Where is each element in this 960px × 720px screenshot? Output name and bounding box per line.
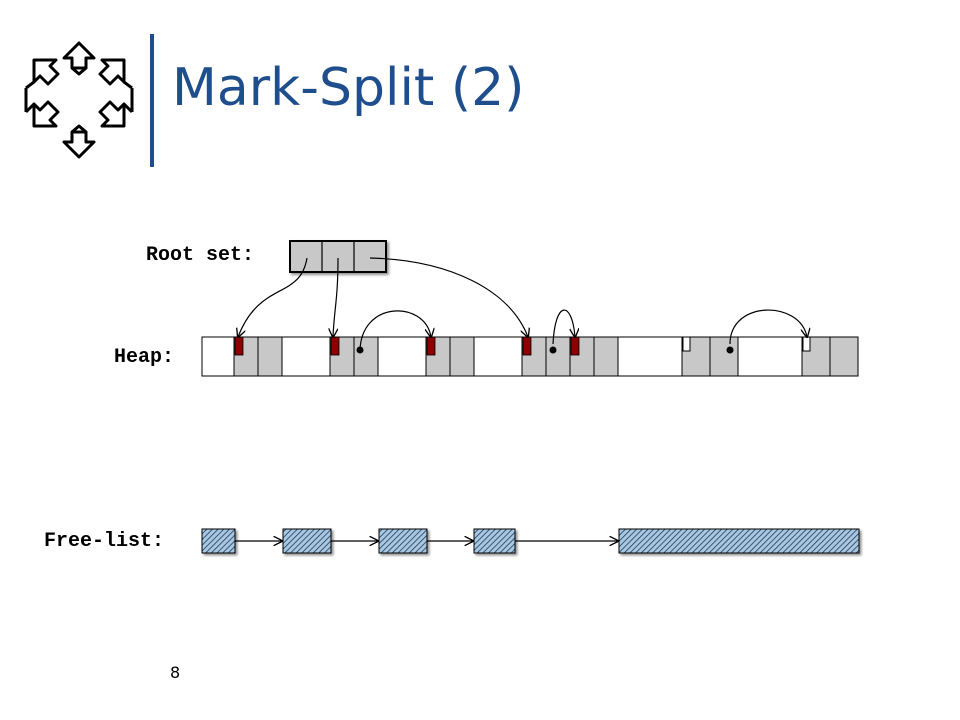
- pointer-dot: [726, 346, 734, 354]
- heap-cell-free: [617, 336, 683, 377]
- mark-bit: [330, 336, 340, 356]
- heap-cell-live: [593, 336, 619, 377]
- mark-bit: [570, 336, 580, 356]
- heap-cell-live: [353, 336, 379, 377]
- unmarked-bit: [802, 336, 811, 352]
- heap-pointer-arrow: [552, 309, 575, 345]
- free-list: [201, 528, 860, 554]
- heap-pointer-arrow: [359, 310, 431, 353]
- heap-cell-free: [473, 336, 523, 377]
- heap-cell-free: [281, 336, 331, 377]
- heap-label: Heap:: [114, 346, 175, 369]
- free-list-label: Free-list:: [44, 530, 165, 553]
- title-rule: [150, 34, 154, 167]
- heap-cell-live: [449, 336, 475, 377]
- heap-cell-live: [257, 336, 283, 377]
- free-list-block: [473, 528, 516, 554]
- heap-pointer-arrow: [729, 309, 807, 345]
- heap-cell-free: [201, 336, 235, 377]
- root-pointer-arrow: [333, 257, 339, 337]
- page-title: Mark-Split (2): [172, 58, 525, 118]
- mark-bit: [426, 336, 436, 356]
- heap-array: [201, 336, 859, 377]
- free-list-block: [201, 528, 236, 554]
- page-number: 8: [170, 663, 181, 682]
- free-list-block: [618, 528, 860, 554]
- root-set-label: Root set:: [146, 244, 255, 267]
- heap-cell-live: [829, 336, 859, 377]
- pointer-dot: [549, 346, 557, 354]
- heap-cell-live: [545, 336, 571, 377]
- free-list-block: [282, 528, 332, 554]
- root-pointer-arrow: [369, 257, 528, 337]
- pointer-arrows: [238, 257, 807, 353]
- mark-bit: [234, 336, 244, 356]
- heap-cell-live: [709, 336, 739, 377]
- unmarked-bit: [682, 336, 691, 352]
- root-pointer-arrow: [238, 257, 308, 337]
- mark-bit: [522, 336, 532, 356]
- logo-icon: [20, 38, 138, 168]
- heap-cell-free: [737, 336, 803, 377]
- heap-cell-free: [377, 336, 427, 377]
- free-list-block: [378, 528, 428, 554]
